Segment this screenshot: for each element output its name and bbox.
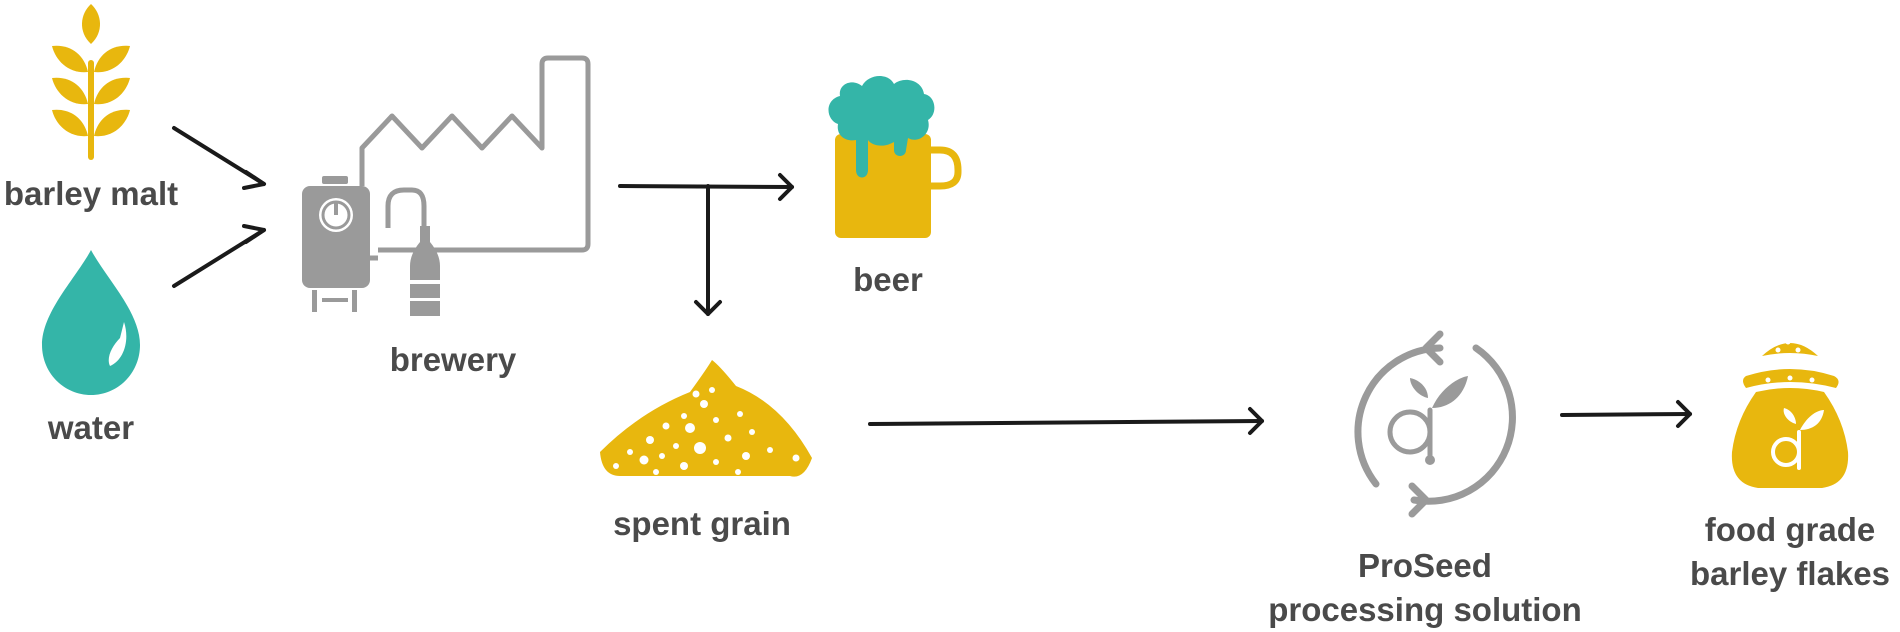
- grain-pile-icon: [600, 360, 812, 477]
- barley-malt-label: barley malt: [3, 175, 179, 212]
- flakes-label-line2: barley flakes: [1690, 555, 1890, 592]
- proseed-label-line2: processing solution: [1268, 591, 1582, 628]
- water-drop-icon: [42, 250, 140, 395]
- beer-mug-icon: [828, 75, 962, 238]
- beer-label: beer: [853, 261, 923, 298]
- flakes-label-line1: food grade: [1704, 511, 1876, 548]
- brewery-label: brewery: [389, 341, 517, 378]
- arrow-spent-grain-to-proseed: [868, 407, 1264, 435]
- arrow-brewery-to-spent-grain: [694, 184, 722, 316]
- arrow-water-to-brewery: [172, 224, 266, 288]
- arrow-proseed-to-flakes: [1560, 400, 1692, 428]
- brewery-factory-icon: [302, 55, 591, 316]
- recycle-sprout-icon: [1354, 330, 1516, 518]
- grain-sack-icon: [1731, 339, 1849, 488]
- spent-grain-label: spent grain: [613, 505, 791, 542]
- arrow-malt-to-brewery: [172, 126, 266, 190]
- proseed-label-line1: ProSeed: [1358, 547, 1492, 584]
- water-label: water: [47, 409, 135, 446]
- wheat-icon: [52, 4, 130, 160]
